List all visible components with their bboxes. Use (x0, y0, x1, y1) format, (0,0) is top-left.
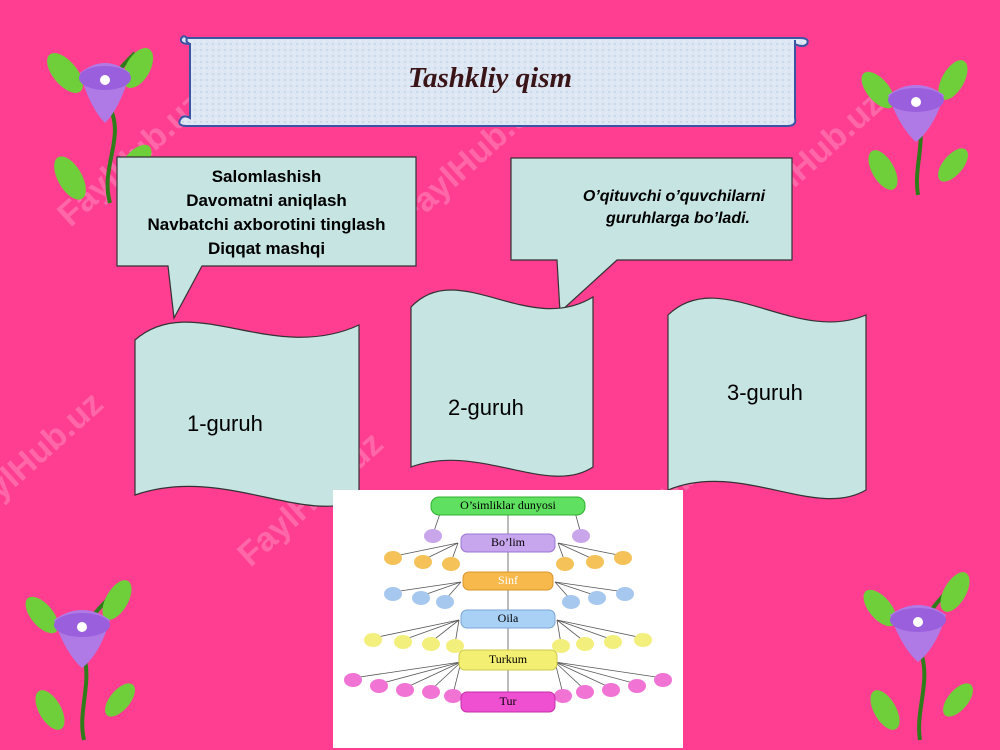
callout-line: Davomatni aniqlash (186, 191, 347, 210)
taxonomy-level: Bo’lim (490, 535, 525, 549)
group-label: 3-guruh (727, 380, 803, 405)
taxonomy-level: Tur (499, 694, 517, 708)
flower-decoration-bottom-right (863, 572, 973, 741)
title-scroll-banner (178, 35, 809, 127)
page-title: Tashkliy qism (407, 62, 573, 94)
group-label: 1-guruh (187, 411, 263, 436)
callout-right: O’qituvchi o’quvchilarni guruhlarga bo’l… (505, 152, 797, 317)
watermark: FaylHub.uz (0, 384, 111, 534)
taxonomy-level: Oila (497, 611, 519, 625)
callout-line: O’qituvchi o’quvchilarni (582, 188, 766, 205)
group-label: 2-guruh (448, 395, 524, 420)
group-3-card: 3-guruh (665, 290, 870, 515)
flower-decoration-bottom-left (25, 580, 135, 741)
callout-line: Navbatchi axborotini tinglash (147, 215, 386, 234)
group-1-card: 1-guruh (132, 315, 362, 525)
taxonomy-level: Turkum (488, 652, 528, 666)
group-2-card: 2-guruh (408, 282, 598, 492)
taxonomy-level: Sinf (497, 573, 518, 587)
taxonomy-level: O’simliklar dunyosi (460, 498, 556, 512)
callout-left: Salomlashish Davomatni aniqlash Navbatch… (110, 152, 420, 322)
taxonomy-diagram: O’simliklar dunyosi Bo’lim Sinf Oila Tur… (333, 490, 683, 748)
flower-decoration-top-right (861, 60, 968, 196)
callout-line: Diqqat mashqi (207, 239, 326, 258)
callout-line: Salomlashish (211, 167, 322, 186)
callout-line: guruhlarga bo’ladi. (605, 210, 750, 227)
